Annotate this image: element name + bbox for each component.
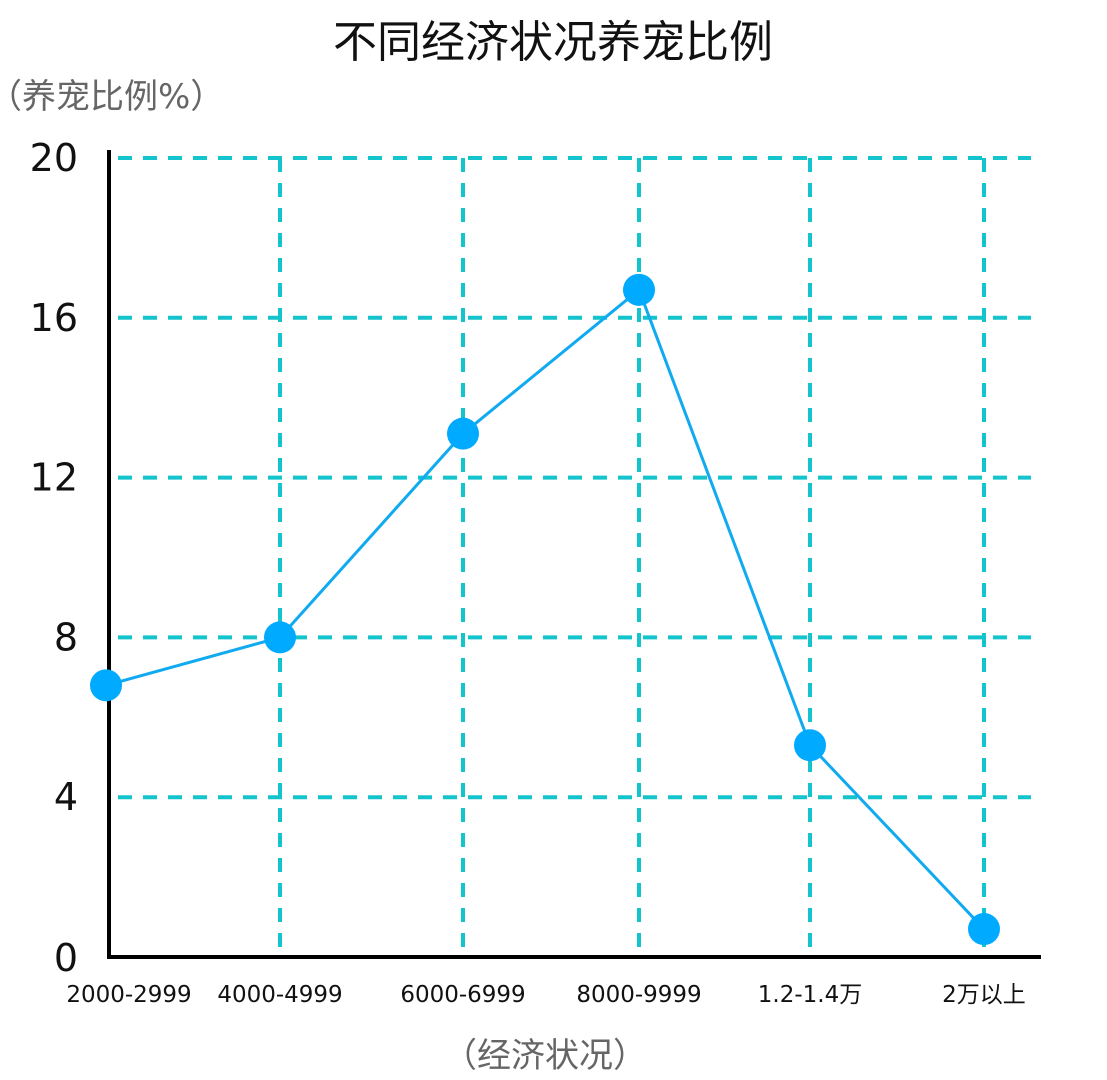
x-tick-label: 2000-2999 (66, 982, 191, 1008)
x-tick-label: 8000-9999 (576, 982, 701, 1008)
y-tick-label: 4 (54, 775, 78, 819)
y-axis-label: （养宠比例%） (0, 77, 224, 117)
data-point (623, 273, 655, 306)
y-tick-label: 0 (54, 936, 78, 980)
axes (107, 150, 1041, 959)
series-line (105, 288, 986, 931)
data-point (447, 417, 479, 450)
grid (118, 156, 1031, 957)
data-point (968, 913, 1000, 946)
chart-title: 不同经济状况养宠比例 (333, 17, 773, 68)
data-point (794, 729, 826, 762)
data-point (90, 669, 122, 702)
x-tick-label: 2万以上 (942, 982, 1026, 1008)
x-tick-label: 1.2-1.4万 (758, 982, 862, 1008)
y-tick-label: 16 (30, 296, 78, 340)
y-tick-label: 8 (54, 615, 78, 659)
x-axis-label: （经济状况） (443, 1036, 647, 1076)
y-tick-label: 12 (30, 456, 78, 500)
series-line-path (105, 288, 986, 931)
x-tick-label: 4000-4999 (217, 982, 342, 1008)
data-point (264, 621, 296, 654)
y-tick-label: 20 (30, 136, 78, 180)
y-tick-labels: 0 4 8 12 16 20 (30, 136, 78, 980)
x-tick-labels: 2000-2999 4000-4999 6000-6999 8000-9999 1.2-… (66, 982, 1026, 1008)
x-tick-label: 6000-6999 (400, 982, 525, 1008)
series-markers (90, 273, 1000, 946)
